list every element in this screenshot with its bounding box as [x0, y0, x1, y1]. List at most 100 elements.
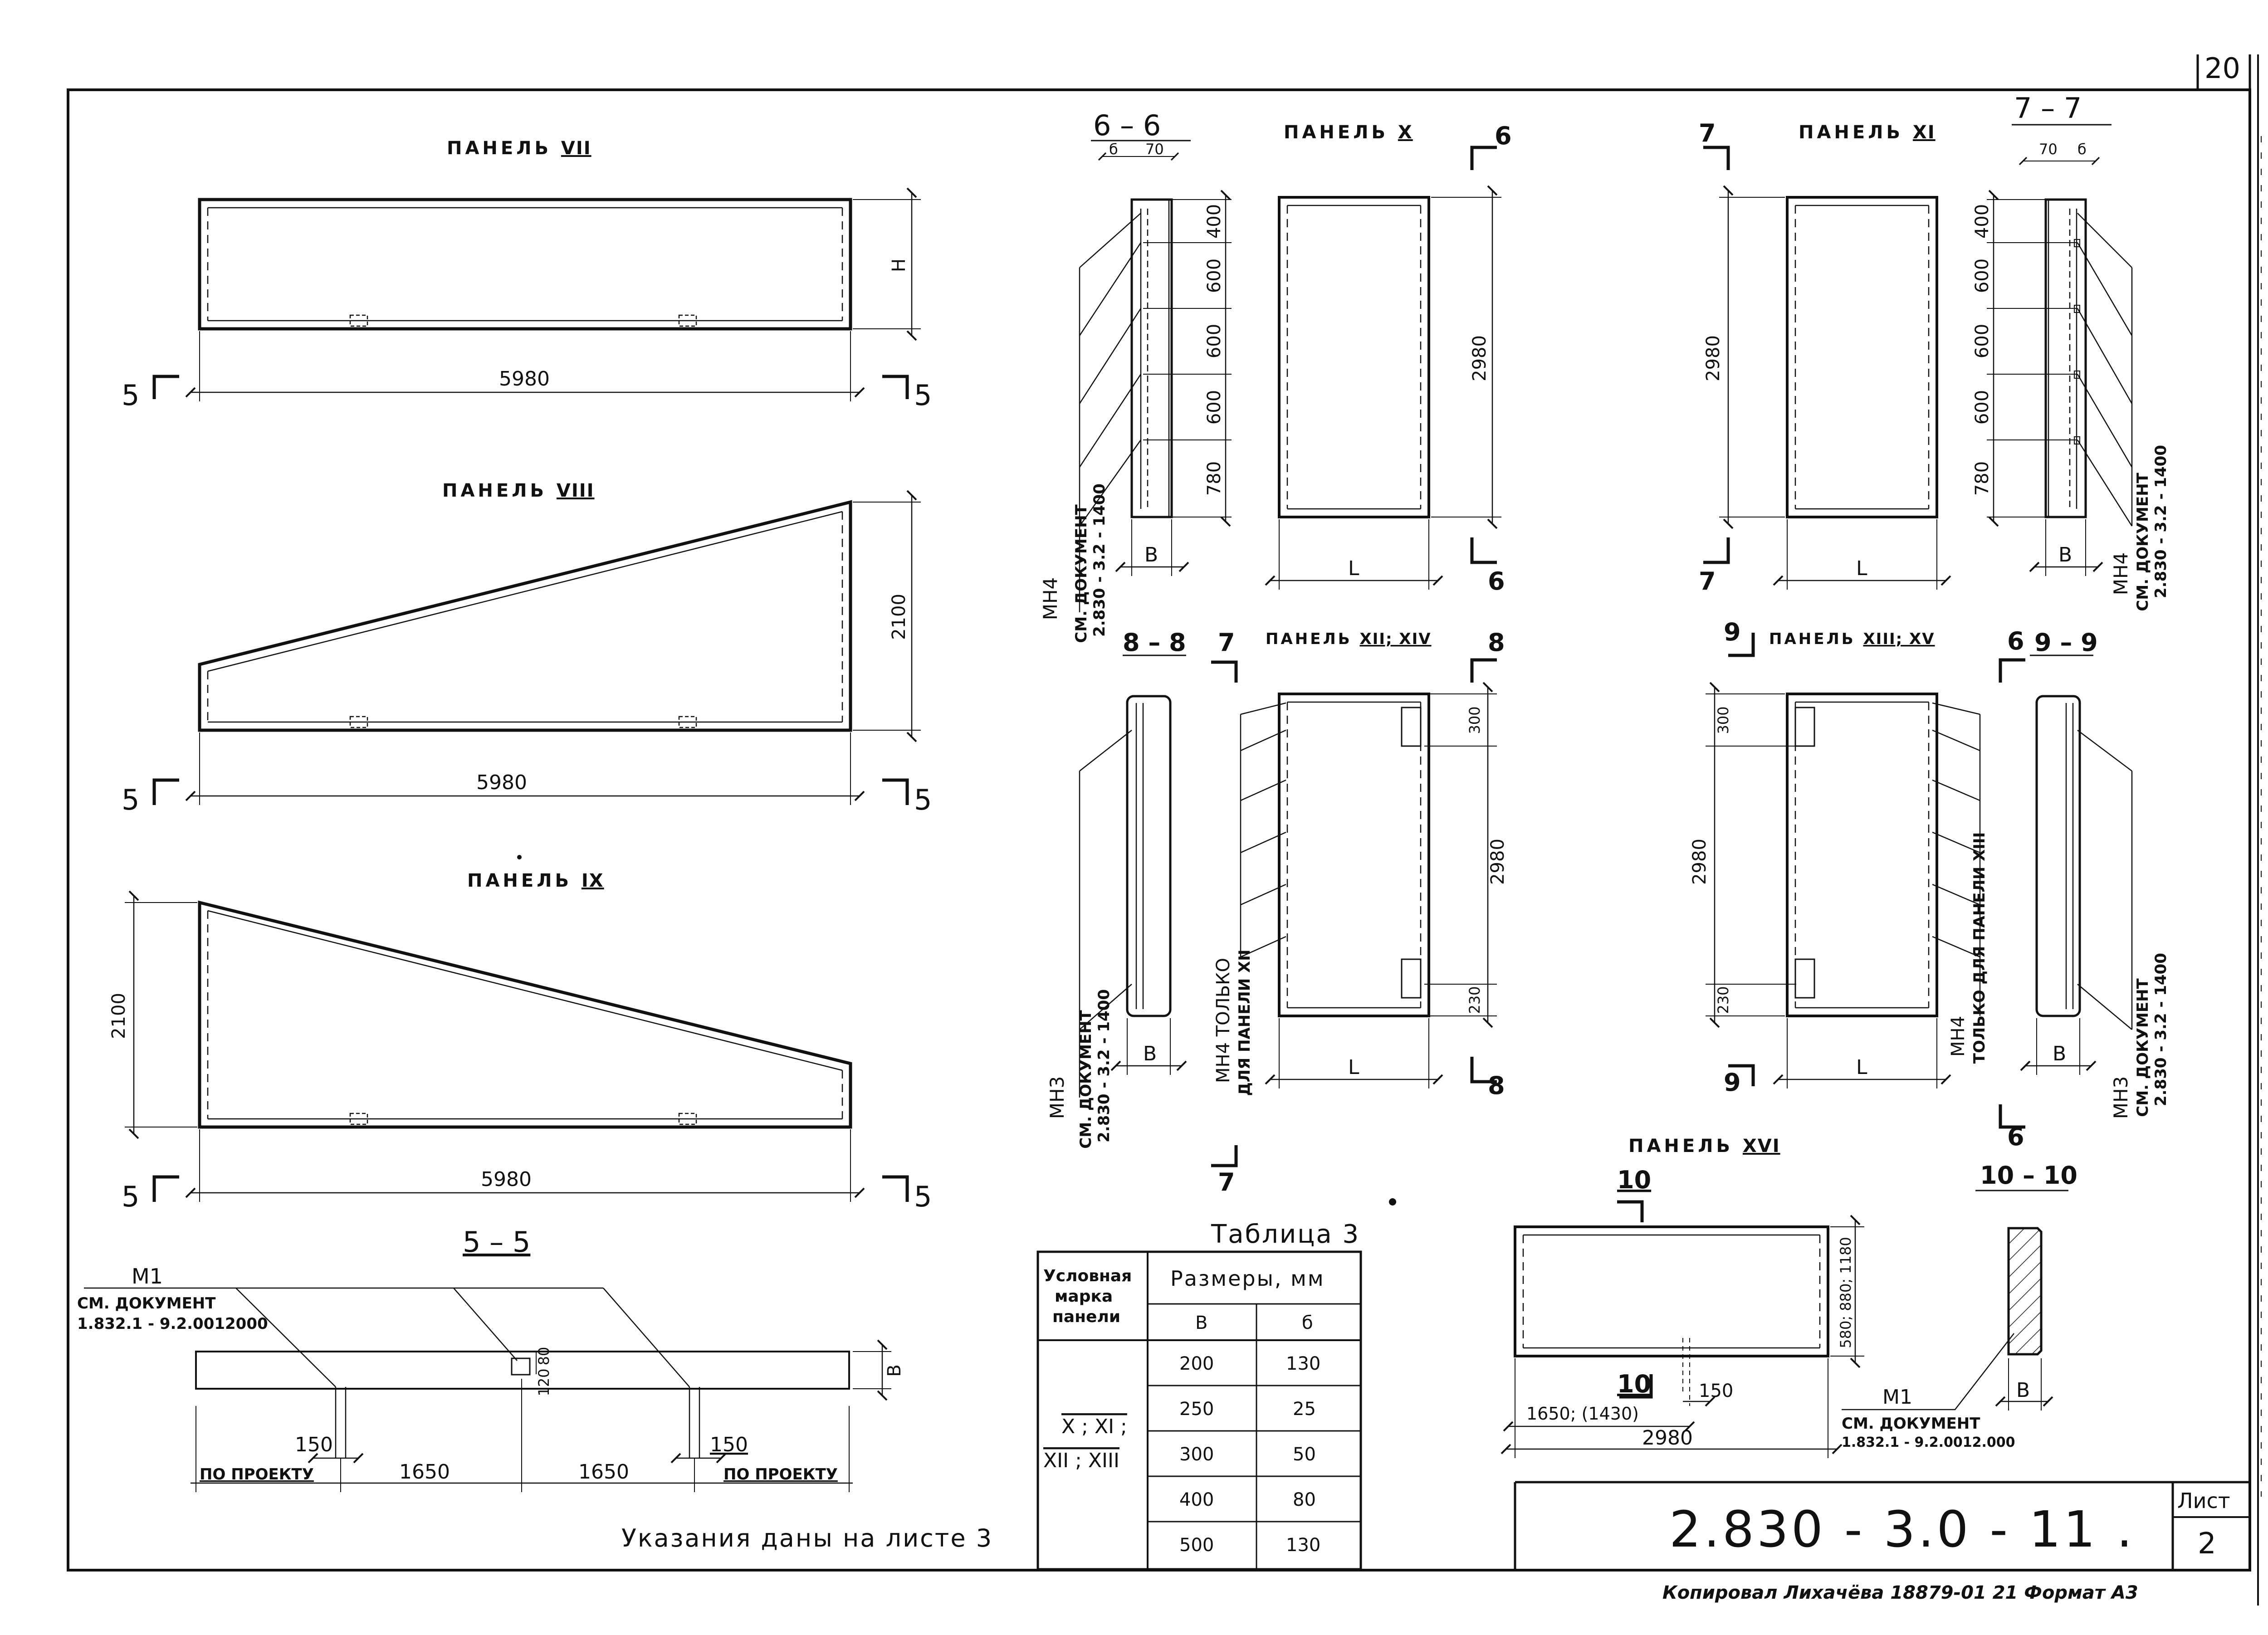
section-6-6-dim-2: 600	[1204, 259, 1225, 293]
panel-xvi-height: 580; 880; 1180	[1837, 1237, 1854, 1348]
panel-ix-drawing	[125, 890, 909, 1202]
panel-xiii-top: 300	[1715, 706, 1732, 734]
panel-xvi-sec-top: 10	[1617, 1166, 1651, 1194]
section-5-5-d150a: 150	[295, 1433, 333, 1456]
section-7-7-ref2: 2.830 - 3.2 - 1400	[2152, 445, 2170, 598]
panel-xiii-mark: МН4	[1948, 1016, 1969, 1057]
section-6-6-ref: СМ. ДОКУМЕНТ	[1072, 504, 1090, 643]
table-3-panels-2: XII ; XIII	[1043, 1449, 1119, 1472]
page-number: 20	[2204, 52, 2240, 85]
section-6-6-dims: 400 600 600 600 780	[1204, 204, 1225, 496]
section-10-10-ref2: 1.832.1 - 9.2.0012.000	[1842, 1435, 2015, 1450]
panel-xii-width: L	[1348, 1056, 1359, 1079]
section-9-9-ref: СМ. ДОКУМЕНТ	[2134, 978, 2152, 1117]
list-number: 2	[2198, 1527, 2216, 1561]
panel-xi-sec-top: 7	[1699, 119, 1716, 147]
instructions-note: Указания даны на листе 3	[621, 1524, 993, 1552]
panel-ix-sec-right: 5	[914, 1180, 932, 1213]
panel-xii-bottom: 230	[1466, 986, 1483, 1014]
section-5-5-title: 5 – 5	[463, 1225, 530, 1259]
panel-xi-drawing	[1703, 146, 1951, 590]
section-10-10-title: 10 – 10	[1980, 1161, 2077, 1190]
section-6-6-dim-1: 400	[1204, 204, 1225, 239]
section-8-8-title: 8 – 8	[1123, 628, 1186, 657]
section-7-7-t1: 70	[2039, 141, 2058, 158]
panel-xii-top: 300	[1466, 706, 1483, 734]
panel-vii-height: Н	[889, 259, 909, 272]
panel-xii-height: 2980	[1487, 839, 1508, 885]
title-block	[1514, 1481, 2250, 1570]
panel-vii-length: 5980	[499, 367, 550, 390]
panel-x-drawing	[1265, 146, 1501, 590]
panel-x-sec-bottom: 6	[1488, 567, 1505, 595]
panel-xiii-mark2: ТОЛЬКО ДЛЯ ПАНЕЛИ XIII	[1970, 832, 1989, 1064]
section-5-5-ref: СМ. ДОКУМЕНТ	[77, 1294, 216, 1313]
panel-x-sec-top: 6	[1495, 122, 1512, 150]
section-10-10-drawing	[1842, 1190, 2068, 1410]
table-3-title: Таблица 3	[1211, 1220, 1360, 1249]
table-3-row-5-b: 130	[1286, 1535, 1320, 1556]
panel-vii-title: ПАНЕЛЬ VII	[447, 138, 591, 159]
section-6-6-title: 6 – 6	[1093, 109, 1161, 142]
table-3-row-4-B: 400	[1179, 1489, 1214, 1510]
table-3-row-3-b: 50	[1293, 1444, 1316, 1465]
section-5-5-m1: М1	[132, 1264, 163, 1288]
panel-x-title: ПАНЕЛЬ X	[1284, 122, 1413, 143]
panel-xiii-sec-left-bottom: 9	[1724, 1068, 1741, 1097]
panel-xiii-title: ПАНЕЛЬ XIII; XV	[1769, 630, 1935, 648]
panel-viii-title: ПАНЕЛЬ VIII	[442, 480, 595, 501]
stray-marks	[517, 855, 1396, 1206]
section-6-6-t2: 70	[1145, 141, 1164, 158]
table-3-row-2-b: 25	[1293, 1399, 1316, 1420]
section-6-6-ref2: 2.830 - 3.2 - 1400	[1090, 483, 1109, 637]
section-5-5-d120: 120	[535, 1368, 552, 1396]
list-label: Лист	[2177, 1489, 2230, 1513]
panel-xiii-width: L	[1856, 1056, 1867, 1079]
section-6-6-drawing	[1079, 140, 1232, 612]
panel-xii-sec-right-top: 8	[1488, 628, 1505, 657]
panel-viii-drawing	[152, 490, 921, 805]
section-9-9-title: 9 – 9	[2034, 628, 2098, 657]
section-7-7-title: 7 – 7	[2014, 92, 2082, 125]
panel-xiii-sec-right-top: 6	[2007, 627, 2024, 655]
panel-xi-height: 2980	[1703, 335, 1724, 381]
section-9-9-drawing	[2020, 654, 2133, 1075]
panel-xvi-hole: 150	[1699, 1381, 1733, 1401]
table-3-row-2-B: 250	[1179, 1399, 1214, 1420]
section-7-7-dim-3: 600	[1972, 324, 1993, 358]
copy-note: Копировал Лихачёва 18879-01 21 Формат А3	[1662, 1582, 2138, 1603]
section-5-5-proj-right: ПО ПРОЕКТУ	[723, 1465, 838, 1484]
panel-ix-height: 2100	[108, 993, 129, 1039]
table-3-row-5-B: 500	[1179, 1535, 1214, 1556]
panel-x-height: 2980	[1469, 335, 1490, 381]
panel-ix-length: 5980	[481, 1168, 532, 1191]
panel-xii-sec-left-top: 7	[1218, 628, 1235, 657]
panel-xii-mark2: ДЛЯ ПАНЕЛИ XII	[1236, 949, 1254, 1096]
panel-x-width: L	[1348, 557, 1359, 580]
table-3-head-b-upper: В	[1195, 1313, 1207, 1333]
table-3-row-4-b: 80	[1293, 1489, 1316, 1510]
panel-xi-sec-bottom: 7	[1699, 567, 1716, 595]
section-5-5-b: В	[884, 1364, 905, 1376]
panel-xii-sec-left-bottom: 7	[1218, 1168, 1235, 1196]
section-7-7-ref: СМ. ДОКУМЕНТ	[2134, 472, 2152, 611]
section-7-7-dim-4: 600	[1972, 390, 1993, 425]
panel-vii-sec-right: 5	[914, 379, 932, 412]
section-7-7-dim-5: 780	[1972, 461, 1993, 496]
panel-xiii-sec-right-bottom: 6	[2007, 1123, 2024, 1151]
table-3-head-mark-2: марка	[1055, 1287, 1113, 1306]
panel-xvi-part: 1650; (1430)	[1526, 1404, 1639, 1424]
panel-xi-width: L	[1856, 557, 1867, 580]
table-3-head-mark-1: Условная	[1043, 1267, 1132, 1285]
sheet-frame	[67, 54, 2262, 1606]
panel-ix-title: ПАНЕЛЬ IX	[467, 870, 604, 891]
panel-viii-sec-left: 5	[122, 783, 139, 816]
section-6-6-dim-3: 600	[1204, 324, 1225, 358]
panel-xvi-title: ПАНЕЛЬ XVI	[1628, 1136, 1780, 1157]
panel-xii-sec-right-bottom: 8	[1488, 1071, 1505, 1100]
panel-viii-height: 2100	[889, 594, 909, 640]
panel-xvi-length: 2980	[1642, 1426, 1693, 1450]
panel-xiii-drawing	[1706, 633, 2025, 1129]
section-9-9-ref2: 2.830 - 3.2 - 1400	[2152, 953, 2170, 1106]
